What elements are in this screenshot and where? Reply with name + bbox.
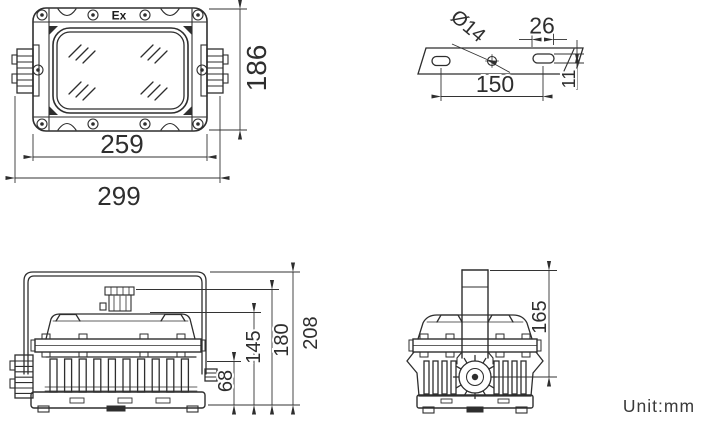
screw-icons [32,9,208,130]
dim-label-body-width: 259 [100,129,143,159]
flange [30,333,206,358]
dim-label-bracket-height: 165 [529,300,551,333]
mounting-pole [456,269,494,365]
dim-heatsink-height: 68 [207,351,241,415]
dim-label-slot-width: 11 [559,70,579,89]
top-cover [45,313,196,340]
dim-label-overall-width: 299 [97,181,140,211]
flange-end [408,333,542,358]
pivot-bolt [204,368,222,382]
dim-label-body-height: 145 [243,330,265,363]
dim-label-height: 186 [241,45,272,92]
dim-label-hole-spacing: 150 [476,71,514,97]
dim-overall-width: 299 [5,96,230,213]
mounting-yoke [23,271,207,375]
right-latch [200,44,229,97]
heatsink-fins [44,356,198,393]
mounting-slot-left [431,55,451,67]
dome-cover [417,314,533,340]
glass-corner-clamps [49,26,192,115]
front-view: Ex [5,0,274,213]
bracket-plate [417,47,584,75]
base-housing [30,391,206,413]
glass-panel [52,27,189,114]
dim-height-with-box: 180 [136,279,295,415]
mounting-slot-right [532,53,555,64]
dim-hole-spacing: 150 [431,66,553,101]
dim-body-width: 259 [23,127,217,161]
side-latch [9,354,34,399]
side-view: 68 145 180 208 [9,262,324,415]
dim-label-hole-diameter: Ø14 [446,6,489,47]
ex-marking: Ex [112,9,127,23]
glass-panel-inner [56,31,185,110]
front-frame-lines [33,8,207,131]
glass-reflection-hatches [68,44,168,101]
dim-label-overall-height: 208 [300,316,322,349]
dim-label-slot-length: 26 [529,13,555,39]
dim-slot-length: 26 [519,11,567,47]
bracket-view: Ø14 26 150 11 [417,4,584,101]
end-view: 165 [406,260,557,414]
junction-box [99,286,135,312]
dim-overall-height: 208 [210,262,324,415]
left-latch [11,44,40,97]
dim-slot-width: 11 [554,40,584,90]
dim-hole-diameter: Ø14 [444,4,511,73]
dim-label-height-with-box: 180 [271,323,293,356]
end-heatsink-fins [423,360,527,395]
dim-body-height: 145 [150,302,267,415]
bracket-fold-edge [563,48,575,72]
dim-bracket-height: 165 [490,260,557,387]
adjustment-gear-knob [452,354,498,400]
dim-height: 186 [209,0,274,140]
end-base-housing [416,394,534,414]
unit-label: Unit:mm [623,396,695,416]
dim-label-heatsink-height: 68 [215,370,237,392]
